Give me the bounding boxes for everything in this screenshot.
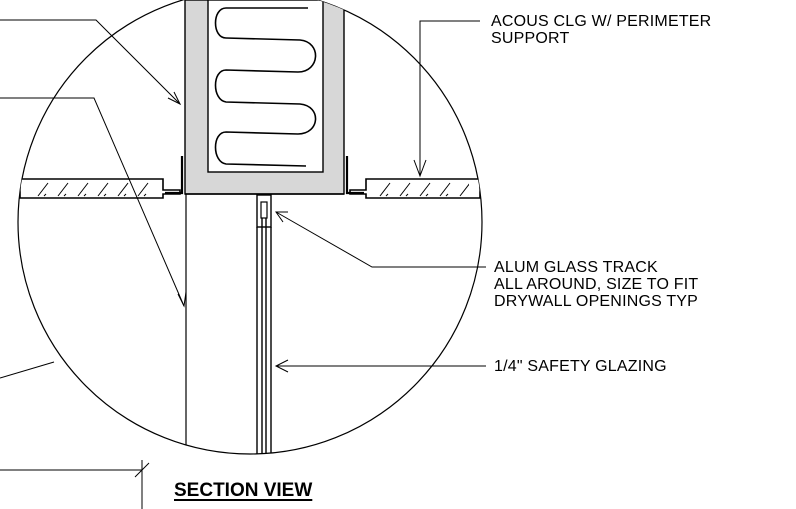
ceiling-tile-left <box>19 178 181 199</box>
note-track-line1: ALUM GLASS TRACK <box>494 259 658 276</box>
note-ceiling-line1: ACOUS CLG W/ PERIMETER <box>491 13 712 30</box>
detail-circle <box>17 0 483 455</box>
perimeter-angles <box>165 156 364 195</box>
glass-track <box>256 194 272 228</box>
safety-glazing <box>256 218 272 454</box>
note-track-line2: ALL AROUND, SIZE TO FIT <box>494 276 699 293</box>
note-glazing: 1/4" SAFETY GLAZING <box>494 358 667 375</box>
batt-insulation <box>214 7 317 167</box>
ceiling-tile-right <box>349 178 481 199</box>
drawing-title: SECTION VIEW <box>174 480 313 501</box>
soffit-framing <box>184 0 345 195</box>
leaders <box>0 19 486 509</box>
note-ceiling-line2: SUPPORT <box>491 30 570 47</box>
note-track-line3: DRYWALL OPENINGS TYP <box>494 293 699 310</box>
